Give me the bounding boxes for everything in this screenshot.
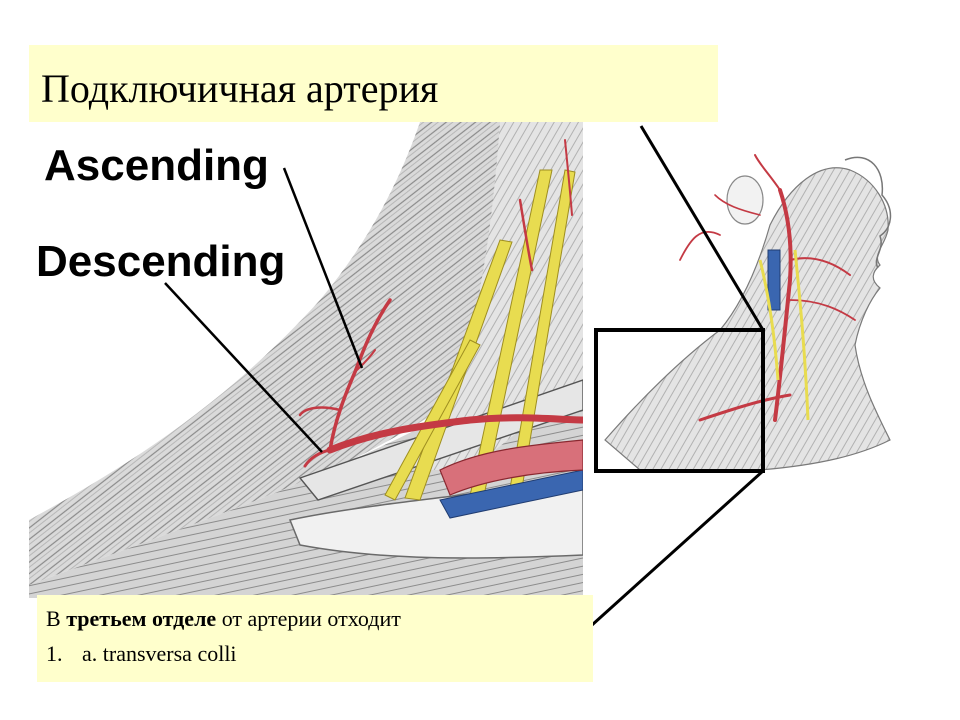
ear — [726, 175, 764, 225]
ascending-pointer-line — [282, 167, 364, 369]
caption-prefix: В — [46, 606, 67, 631]
list-number: 1. — [46, 641, 63, 666]
caption-suffix: от артерии отходит — [216, 606, 401, 631]
zoom-connector-bottom — [590, 469, 765, 627]
caption-box: В третьем отделе от артерии отходит 1. a.… — [37, 595, 593, 682]
jugular-vein — [767, 249, 781, 311]
reference-neck-illustration — [604, 154, 892, 471]
caption-line-1: В третьем отделе от артерии отходит — [46, 606, 401, 632]
face-profile — [844, 156, 892, 269]
subclavian-vein — [439, 469, 583, 519]
transverse-cervical-artery — [298, 139, 583, 468]
subclavian-artery-segment — [439, 439, 583, 496]
ascending-label: Ascending — [44, 141, 269, 190]
reference-nerves — [758, 249, 810, 421]
zoom-connector-top — [639, 125, 765, 331]
caption-line-2: 1. a. transversa colli — [46, 641, 237, 667]
main-anatomy-panel — [29, 122, 583, 598]
descending-pointer-line — [164, 282, 323, 453]
descending-label: Descending — [36, 237, 285, 286]
artery-name: a. transversa colli — [82, 641, 237, 666]
caption-bold-term: третьем отделе — [66, 606, 217, 631]
zoom-region-box — [594, 328, 765, 473]
reference-arteries — [679, 154, 856, 422]
slide-title: Подключичная артерия — [41, 66, 439, 111]
trapezius-muscle — [29, 122, 583, 585]
title-box: Подключичная артерия — [29, 45, 718, 122]
neck-outline — [604, 167, 891, 471]
